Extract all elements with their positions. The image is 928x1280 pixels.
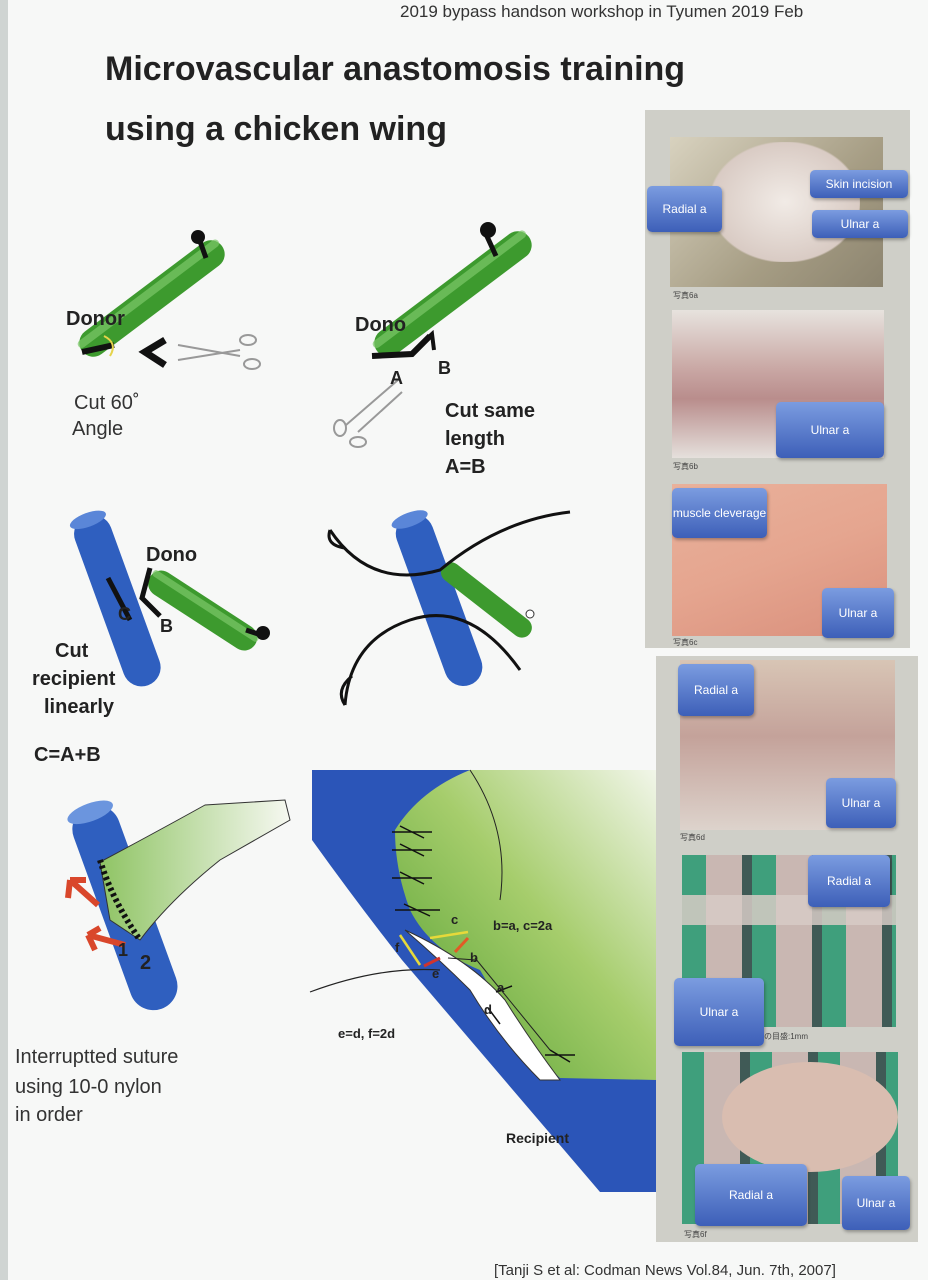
label-ulnar-a-6a: Ulnar a	[812, 210, 908, 238]
order-number-1: 1	[118, 940, 129, 960]
suture-thread	[327, 510, 571, 706]
donor-label-1: Donor	[66, 308, 125, 330]
step1-caption-1: Cut 60˚	[74, 392, 140, 414]
label-ulnar-a-6c: Ulnar a	[822, 588, 894, 638]
label-radial-a-6f: Radial a	[695, 1164, 807, 1226]
label-skin-incision: Skin incision	[810, 170, 908, 198]
diagram-rule-1: b=a, c=2a	[493, 918, 553, 933]
suture-knots	[392, 825, 575, 1063]
step2-caption-1: Cut same	[445, 400, 536, 422]
diagram-recipient-label: Recipient	[506, 1130, 570, 1146]
order-arrow-2	[85, 925, 126, 952]
step5-caption-1: Interruptted suture	[15, 1046, 179, 1068]
measure-c	[429, 930, 469, 940]
measure-e	[423, 956, 441, 968]
step5-caption-3: in order	[15, 1104, 83, 1126]
photo-6b-caption: 写真6b	[673, 462, 698, 471]
page-title-line-1: Microvascular anastomosis training	[105, 50, 686, 88]
step3-caption-1: Cut	[55, 640, 89, 662]
label-radial-a-6a: Radial a	[647, 186, 722, 232]
label-b-3: B	[160, 616, 173, 636]
step5-caption-2: using 10-0 nylon	[15, 1076, 162, 1098]
scissors-2	[333, 379, 403, 448]
scissors-1	[177, 334, 261, 370]
page-title-line-2: using a chicken wing	[105, 110, 447, 148]
citation: [Tanji S et al: Codman News Vol.84, Jun.…	[494, 1262, 836, 1279]
label-c: C	[118, 604, 131, 624]
donor-vessel-large	[395, 770, 657, 1080]
diagram-label-b: b	[470, 950, 478, 965]
photo-6a-caption: 写真6a	[673, 291, 698, 300]
order-arrow-1	[65, 877, 100, 908]
step2-caption-2: length	[445, 428, 505, 450]
label-ulnar-a-6e: Ulnar a	[674, 978, 764, 1046]
label-radial-a-6e: Radial a	[808, 855, 890, 907]
donor-label-2: Dono	[355, 314, 407, 336]
photo-6e-caption: の目盛:1mm	[764, 1032, 808, 1041]
donor-vessel-1	[77, 239, 225, 357]
diagram-rule-2: e=d, f=2d	[338, 1026, 396, 1041]
header-text: 2019 bypass handson workshop in Tyumen 2…	[400, 2, 804, 21]
diagram-label-a: a	[497, 980, 505, 995]
cut-arrow	[138, 336, 167, 368]
step3-formula: C=A+B	[34, 744, 101, 766]
photo-6c-caption: 写真6c	[673, 638, 698, 647]
photo-6f-caption: 写真6f	[684, 1230, 707, 1239]
diagram-label-c: c	[451, 912, 459, 927]
label-radial-a-6d: Radial a	[678, 664, 754, 716]
order-number-2: 2	[140, 952, 152, 974]
diagram-label-d: d	[484, 1002, 492, 1017]
label-ulnar-a-6b: Ulnar a	[776, 402, 884, 458]
step3-caption-3: linearly	[44, 696, 115, 718]
label-ulnar-a-6d: Ulnar a	[826, 778, 896, 828]
label-a: A	[390, 368, 403, 388]
step3-caption-2: recipient	[32, 668, 116, 690]
diagram-label-f: f	[395, 940, 400, 955]
label-muscle-cleverage: muscle cleverage	[672, 488, 767, 538]
donor-label-3: Dono	[146, 544, 198, 566]
diagram-label-e: e	[432, 966, 440, 981]
photo-6d-caption: 写真6d	[680, 833, 705, 842]
measure-b	[453, 936, 470, 954]
step2-caption-3: A=B	[445, 456, 486, 478]
step1-caption-2: Angle	[72, 418, 124, 440]
label-ulnar-a-6f: Ulnar a	[842, 1176, 910, 1230]
label-b: B	[438, 358, 451, 378]
measure-f	[398, 934, 422, 966]
